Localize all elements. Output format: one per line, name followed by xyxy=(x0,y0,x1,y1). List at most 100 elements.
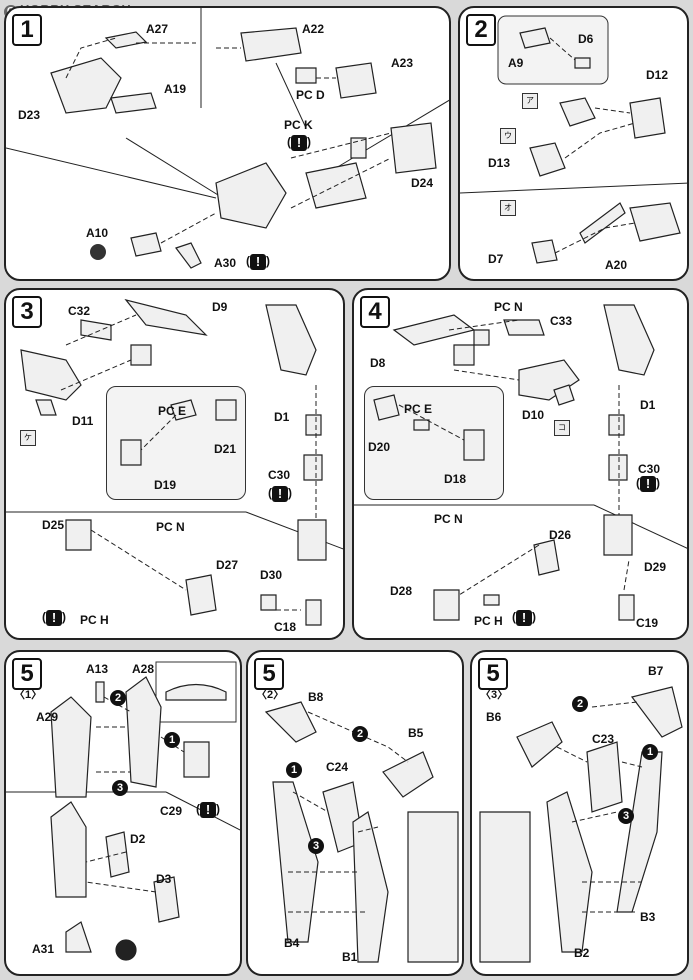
part-b2: B2 xyxy=(574,946,590,960)
part-a31: A31 xyxy=(32,942,55,956)
apply-icon xyxy=(90,244,106,260)
step-number: 5 xyxy=(478,658,508,690)
step-5-1-panel: 5 〈1〉 A13 A28 A29 2 1 3 C29 ( xyxy=(4,650,242,976)
part-pce: PC E xyxy=(404,402,433,416)
substep-label: 〈2〉 xyxy=(256,689,285,701)
part-d10: D10 xyxy=(522,408,545,422)
part-b5: B5 xyxy=(408,726,424,740)
part-d23: D23 xyxy=(18,108,41,122)
sequence-2: 2 xyxy=(572,696,588,712)
part-d19: D19 xyxy=(154,478,177,492)
step-5-1-diagram xyxy=(6,661,240,961)
part-pcn: PC N xyxy=(494,300,523,314)
part-c19: C19 xyxy=(636,616,659,630)
part-d9: D9 xyxy=(212,300,228,314)
step-number: 3 xyxy=(12,296,42,328)
part-c30: C30 xyxy=(638,462,661,476)
part-d2: D2 xyxy=(130,832,146,846)
step-number: 4 xyxy=(360,296,390,328)
part-a19: A19 xyxy=(164,82,187,96)
sequence-2: 2 xyxy=(110,690,126,706)
step-1-panel: 1 A27 A19 xyxy=(4,6,451,281)
part-d13: D13 xyxy=(488,156,511,170)
part-pcd: PC D xyxy=(296,88,325,102)
step-5-2-panel: 5 〈2〉 B8 2 B5 1 C24 3 B4 B1 xyxy=(246,650,464,976)
part-c29: C29 xyxy=(160,804,183,818)
part-b8: B8 xyxy=(308,690,324,704)
sticker-u-icon: ウ xyxy=(500,128,516,144)
sequence-1: 1 xyxy=(286,762,302,778)
part-d30: D30 xyxy=(260,568,283,582)
step-3-panel: 3 C32 xyxy=(4,288,345,640)
part-a27: A27 xyxy=(146,22,169,36)
step-4-panel: 4 xyxy=(352,288,689,640)
part-c23: C23 xyxy=(592,732,615,746)
part-a9: A9 xyxy=(508,56,524,70)
sequence-1: 1 xyxy=(642,744,658,760)
part-pch: PC H xyxy=(80,613,109,627)
part-d1: D1 xyxy=(274,410,290,424)
part-a10: A10 xyxy=(86,226,109,240)
part-a20: A20 xyxy=(605,258,628,272)
part-d12: D12 xyxy=(646,68,669,82)
sequence-2: 2 xyxy=(352,726,368,742)
part-pce: PC E xyxy=(158,404,187,418)
step-2-diagram xyxy=(460,15,687,264)
part-c24: C24 xyxy=(326,760,349,774)
sequence-3: 3 xyxy=(112,780,128,796)
sticker-ko-icon: コ xyxy=(554,420,570,436)
substep-label: 〈3〉 xyxy=(480,689,509,701)
part-c33: C33 xyxy=(550,314,573,328)
part-a22: A22 xyxy=(302,22,325,36)
part-d28: D28 xyxy=(390,584,413,598)
step-2-panel: 2 A9 D6 D12 ア ウ D13 オ D7 A20 xyxy=(458,6,689,281)
sequence-3: 3 xyxy=(308,838,324,854)
part-d29: D29 xyxy=(644,560,667,574)
sticker-ke-icon: ケ xyxy=(20,430,36,446)
part-d18: D18 xyxy=(444,472,467,486)
sequence-3: 3 xyxy=(618,808,634,824)
part-a28: A28 xyxy=(132,662,155,676)
part-d25: D25 xyxy=(42,518,65,532)
step-5-3-diagram xyxy=(479,686,683,963)
warning-c30: (!) xyxy=(636,476,660,492)
part-b3: B3 xyxy=(640,910,656,924)
warning-pch: (!) xyxy=(42,610,66,626)
part-d8: D8 xyxy=(370,356,386,370)
step-5-3-panel: 5 〈3〉 B7 B6 2 C23 1 3 B3 B2 xyxy=(470,650,689,976)
step-number: 1 xyxy=(12,14,42,46)
step-number: 5 xyxy=(254,658,284,690)
part-d1: D1 xyxy=(640,398,656,412)
part-c32: C32 xyxy=(68,304,91,318)
step-4-diagram xyxy=(354,304,687,621)
part-b7: B7 xyxy=(648,664,664,678)
part-d20: D20 xyxy=(368,440,391,454)
warning-c29: (!) xyxy=(196,802,220,818)
substep-label: 〈1〉 xyxy=(14,689,43,701)
step-1-diagram xyxy=(6,8,449,269)
part-pch: PC H xyxy=(474,614,503,628)
part-d3: D3 xyxy=(156,872,172,886)
part-pcn2: PC N xyxy=(434,512,463,526)
part-d6: D6 xyxy=(578,32,594,46)
sticker-a-icon: ア xyxy=(522,93,538,109)
warning-c30: (!) xyxy=(268,486,292,502)
part-c18: C18 xyxy=(274,620,297,634)
part-d24: D24 xyxy=(411,176,434,190)
part-d7: D7 xyxy=(488,252,504,266)
step-3-diagram xyxy=(6,298,343,626)
warning-a30: (!) xyxy=(246,254,270,270)
part-c30: C30 xyxy=(268,468,291,482)
step-number: 5 xyxy=(12,658,42,690)
part-a30: A30 xyxy=(214,256,237,270)
part-a29: A29 xyxy=(36,710,59,724)
part-d11: D11 xyxy=(72,414,94,428)
sticker-o-icon: オ xyxy=(500,200,516,216)
part-b6: B6 xyxy=(486,710,502,724)
part-d21: D21 xyxy=(214,442,237,456)
part-b1: B1 xyxy=(342,950,358,964)
part-a13: A13 xyxy=(86,662,109,676)
warning-pck: (!) xyxy=(287,135,311,151)
part-pck: PC K xyxy=(284,118,313,132)
part-b4: B4 xyxy=(284,936,300,950)
